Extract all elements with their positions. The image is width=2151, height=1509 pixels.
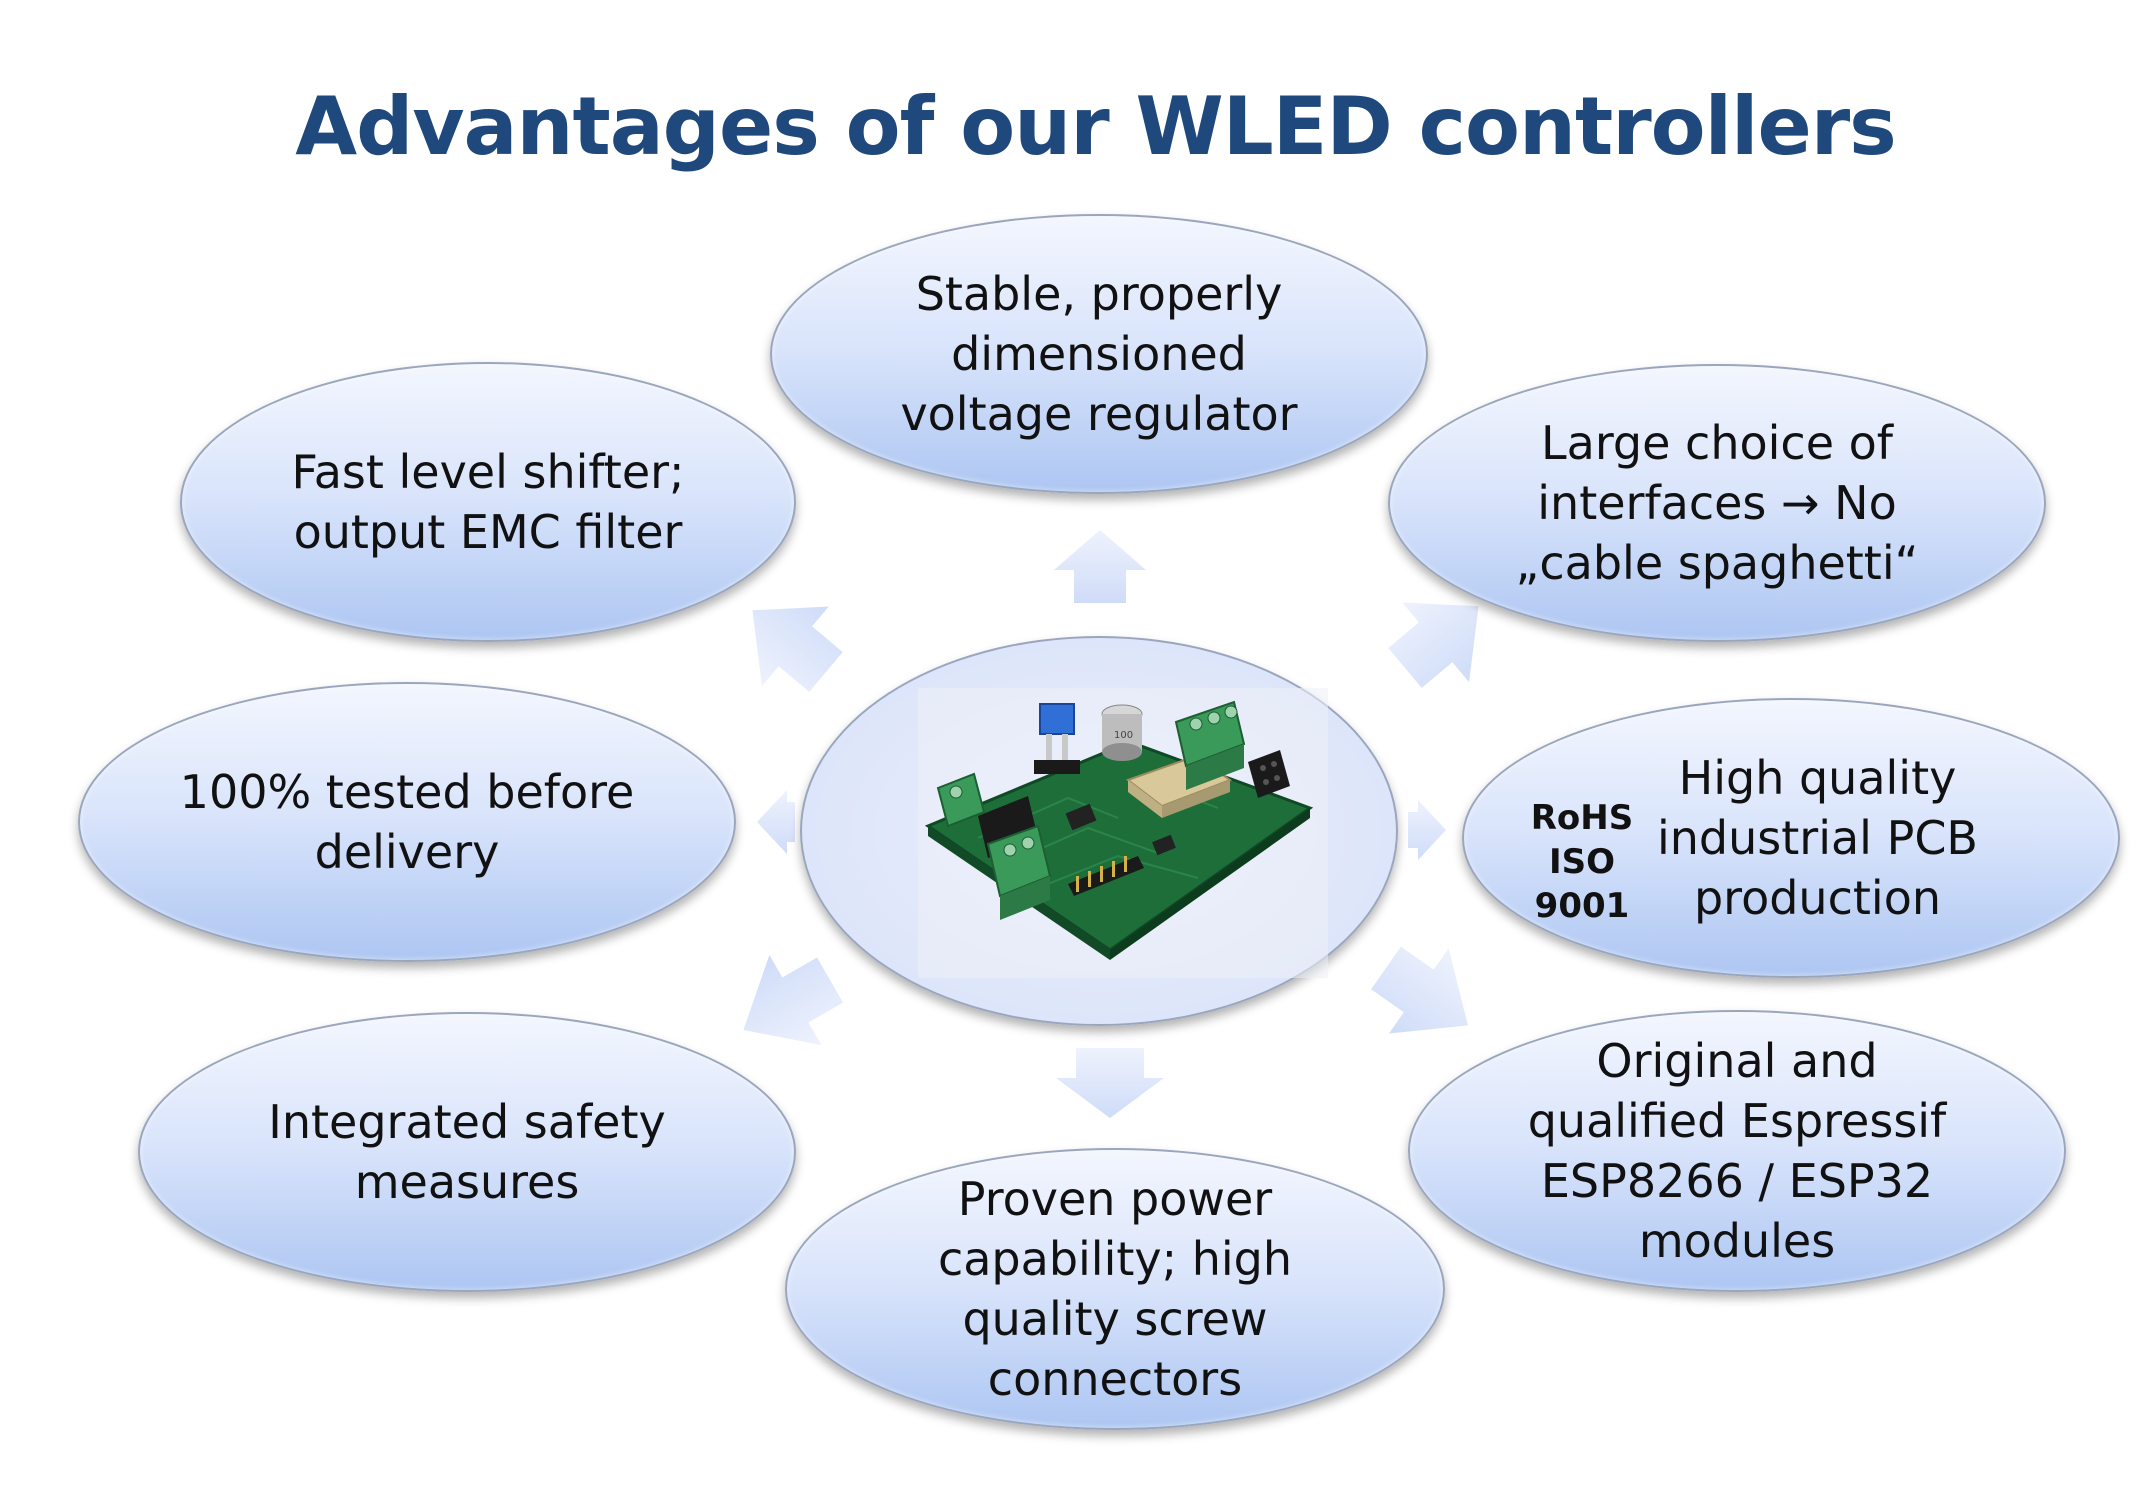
advantage-interfaces: Large choice of interfaces → No „cable s…	[1388, 364, 2046, 642]
advantage-espressif-modules-text: Original and qualified Espressif ESP8266…	[1527, 1034, 1947, 1268]
advantage-tested-text: 100% tested before delivery	[179, 765, 635, 879]
screw-terminal-top	[1174, 700, 1246, 790]
screw-terminal-bottom	[986, 824, 1052, 920]
wled-controller-board-image: 100	[918, 688, 1328, 978]
advantage-pcb-production: High quality industrial PCB production	[1462, 698, 2120, 978]
advantage-espressif-modules: Original and qualified Espressif ESP8266…	[1408, 1010, 2066, 1292]
advantage-tested: 100% tested before delivery	[78, 682, 736, 962]
arrow-up-right-icon	[1388, 602, 1479, 688]
pin-header	[1068, 856, 1144, 896]
arrow-down-left-icon	[743, 954, 843, 1046]
fuse	[1034, 703, 1080, 774]
advantage-safety-measures: Integrated safety measures	[138, 1012, 796, 1292]
advantage-level-shifter: Fast level shifter; output EMC filter	[180, 362, 796, 642]
capacitor: 100	[1101, 704, 1143, 761]
advantage-voltage-regulator-text: Stable, properly dimensioned voltage reg…	[900, 267, 1298, 441]
advantage-interfaces-text: Large choice of interfaces → No „cable s…	[1515, 416, 1919, 590]
arrow-up-icon	[1054, 530, 1146, 603]
certification-labels: RoHS ISO 9001	[1530, 798, 1634, 926]
arrow-right-icon	[1408, 800, 1446, 860]
advantage-voltage-regulator: Stable, properly dimensioned voltage reg…	[770, 214, 1428, 494]
page-title: Advantages of our WLED controllers	[295, 80, 1897, 173]
arrow-down-right-icon	[1371, 946, 1468, 1034]
advantage-pcb-production-text: High quality industrial PCB production	[1657, 751, 1978, 925]
advantage-power-capability-text: Proven power capability; high quality sc…	[937, 1172, 1293, 1406]
advantage-level-shifter-text: Fast level shifter; output EMC filter	[291, 445, 685, 559]
arrow-down-icon	[1056, 1048, 1164, 1118]
advantage-safety-measures-text: Integrated safety measures	[268, 1095, 666, 1209]
advantage-power-capability: Proven power capability; high quality sc…	[785, 1148, 1445, 1430]
svg-text:100: 100	[1114, 730, 1133, 741]
arrow-left-icon	[757, 790, 795, 854]
arrow-up-left-icon	[752, 606, 843, 692]
